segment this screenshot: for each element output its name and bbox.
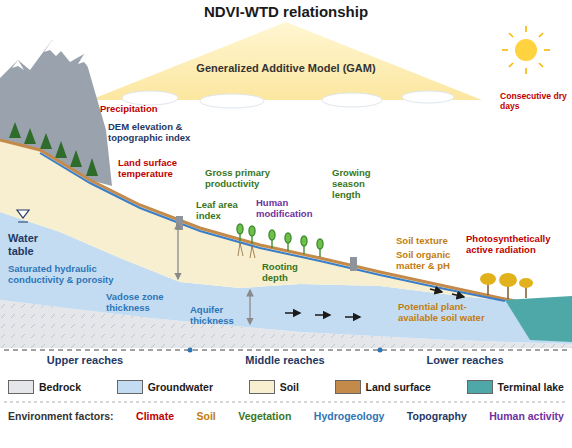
- factor-category: Hydrogeology: [314, 410, 385, 422]
- dam-icon: [350, 257, 357, 271]
- vadose-arrow: [177, 223, 178, 279]
- factor-label: DEM elevation & topographic index: [108, 122, 208, 144]
- soil-layer: [0, 140, 520, 302]
- legend-text: Bedrock: [39, 381, 81, 393]
- factor-label: Human modification: [256, 198, 326, 220]
- legend-item: Soil: [249, 380, 299, 394]
- legend-item: Terminal lake: [467, 380, 564, 394]
- aquifer-arrow: [249, 290, 250, 324]
- reach-divider: [4, 350, 568, 351]
- terminal-lake: [505, 296, 572, 342]
- model-label: Generalized Additive Model (GAM): [181, 62, 391, 75]
- factor-label: Photosynthetically active radiation: [466, 234, 566, 256]
- clouds: [122, 91, 454, 108]
- factor-label: Soil organic matter & pH: [396, 250, 466, 272]
- factor-label: Water table: [8, 232, 50, 257]
- factor-label: Leaf area index: [196, 200, 248, 222]
- desert-trees: [480, 273, 533, 299]
- sun-icon: [502, 26, 550, 74]
- land-surface-line: [0, 140, 520, 302]
- factor-label: Gross primary productivity: [205, 168, 283, 190]
- factor-label: Saturated hydraulic conductivity & poros…: [8, 264, 140, 286]
- factor-label: Aquifer thickness: [190, 305, 244, 327]
- factor-category: Vegetation: [238, 410, 291, 422]
- factor-category: Human activity: [489, 410, 564, 422]
- roots: [238, 243, 255, 258]
- dam-icon: [176, 216, 183, 230]
- factor-label: Rooting depth: [262, 262, 307, 284]
- legend-swatch: [249, 380, 275, 394]
- factor-category: Soil: [196, 410, 215, 422]
- legend-item: Groundwater: [117, 380, 213, 394]
- mountain: [0, 40, 112, 186]
- factor-label: Soil texture: [396, 236, 448, 247]
- legend-swatch: [117, 380, 143, 394]
- legend-swatch: [8, 380, 34, 394]
- legend-text: Terminal lake: [498, 381, 564, 393]
- legend-item: Bedrock: [8, 380, 81, 394]
- factor-label: Land surface temperature: [118, 158, 188, 180]
- reach-label: Middle reaches: [225, 354, 345, 367]
- factor-row: Environment factors: Climate Soil Vegetatio…: [8, 410, 564, 422]
- diagram-title: NDVI-WTD relationship: [0, 3, 572, 20]
- legend-text: Soil: [280, 381, 299, 393]
- factor-label: Precipitation: [100, 104, 158, 115]
- legend-text: Land surface: [366, 381, 431, 393]
- legend-text: Groundwater: [148, 381, 213, 393]
- factor-label: Vadose zone thickness: [106, 292, 172, 314]
- legend-divider: [4, 402, 568, 403]
- crops: [237, 224, 323, 257]
- reach-ticks: [188, 348, 383, 353]
- factor-label: Potential plant-available soil water: [398, 302, 490, 324]
- water-table-marker: [17, 210, 29, 222]
- factor-category: Climate: [136, 410, 174, 422]
- forest: [9, 122, 98, 176]
- legend-row: Bedrock Groundwater Soil Land surface Termin…: [8, 380, 564, 394]
- legend-swatch: [467, 380, 493, 394]
- legend-item: Land surface: [335, 380, 431, 394]
- factor-label: Consecutive dry days: [500, 92, 568, 112]
- factor-legend-heading: Environment factors:: [8, 410, 114, 422]
- reach-label: Upper reaches: [25, 354, 145, 367]
- factor-label: Growing season length: [332, 168, 377, 201]
- gam-fan: [90, 22, 482, 100]
- reach-label: Lower reaches: [405, 354, 525, 367]
- factor-category: Topography: [407, 410, 467, 422]
- legend-swatch: [335, 380, 361, 394]
